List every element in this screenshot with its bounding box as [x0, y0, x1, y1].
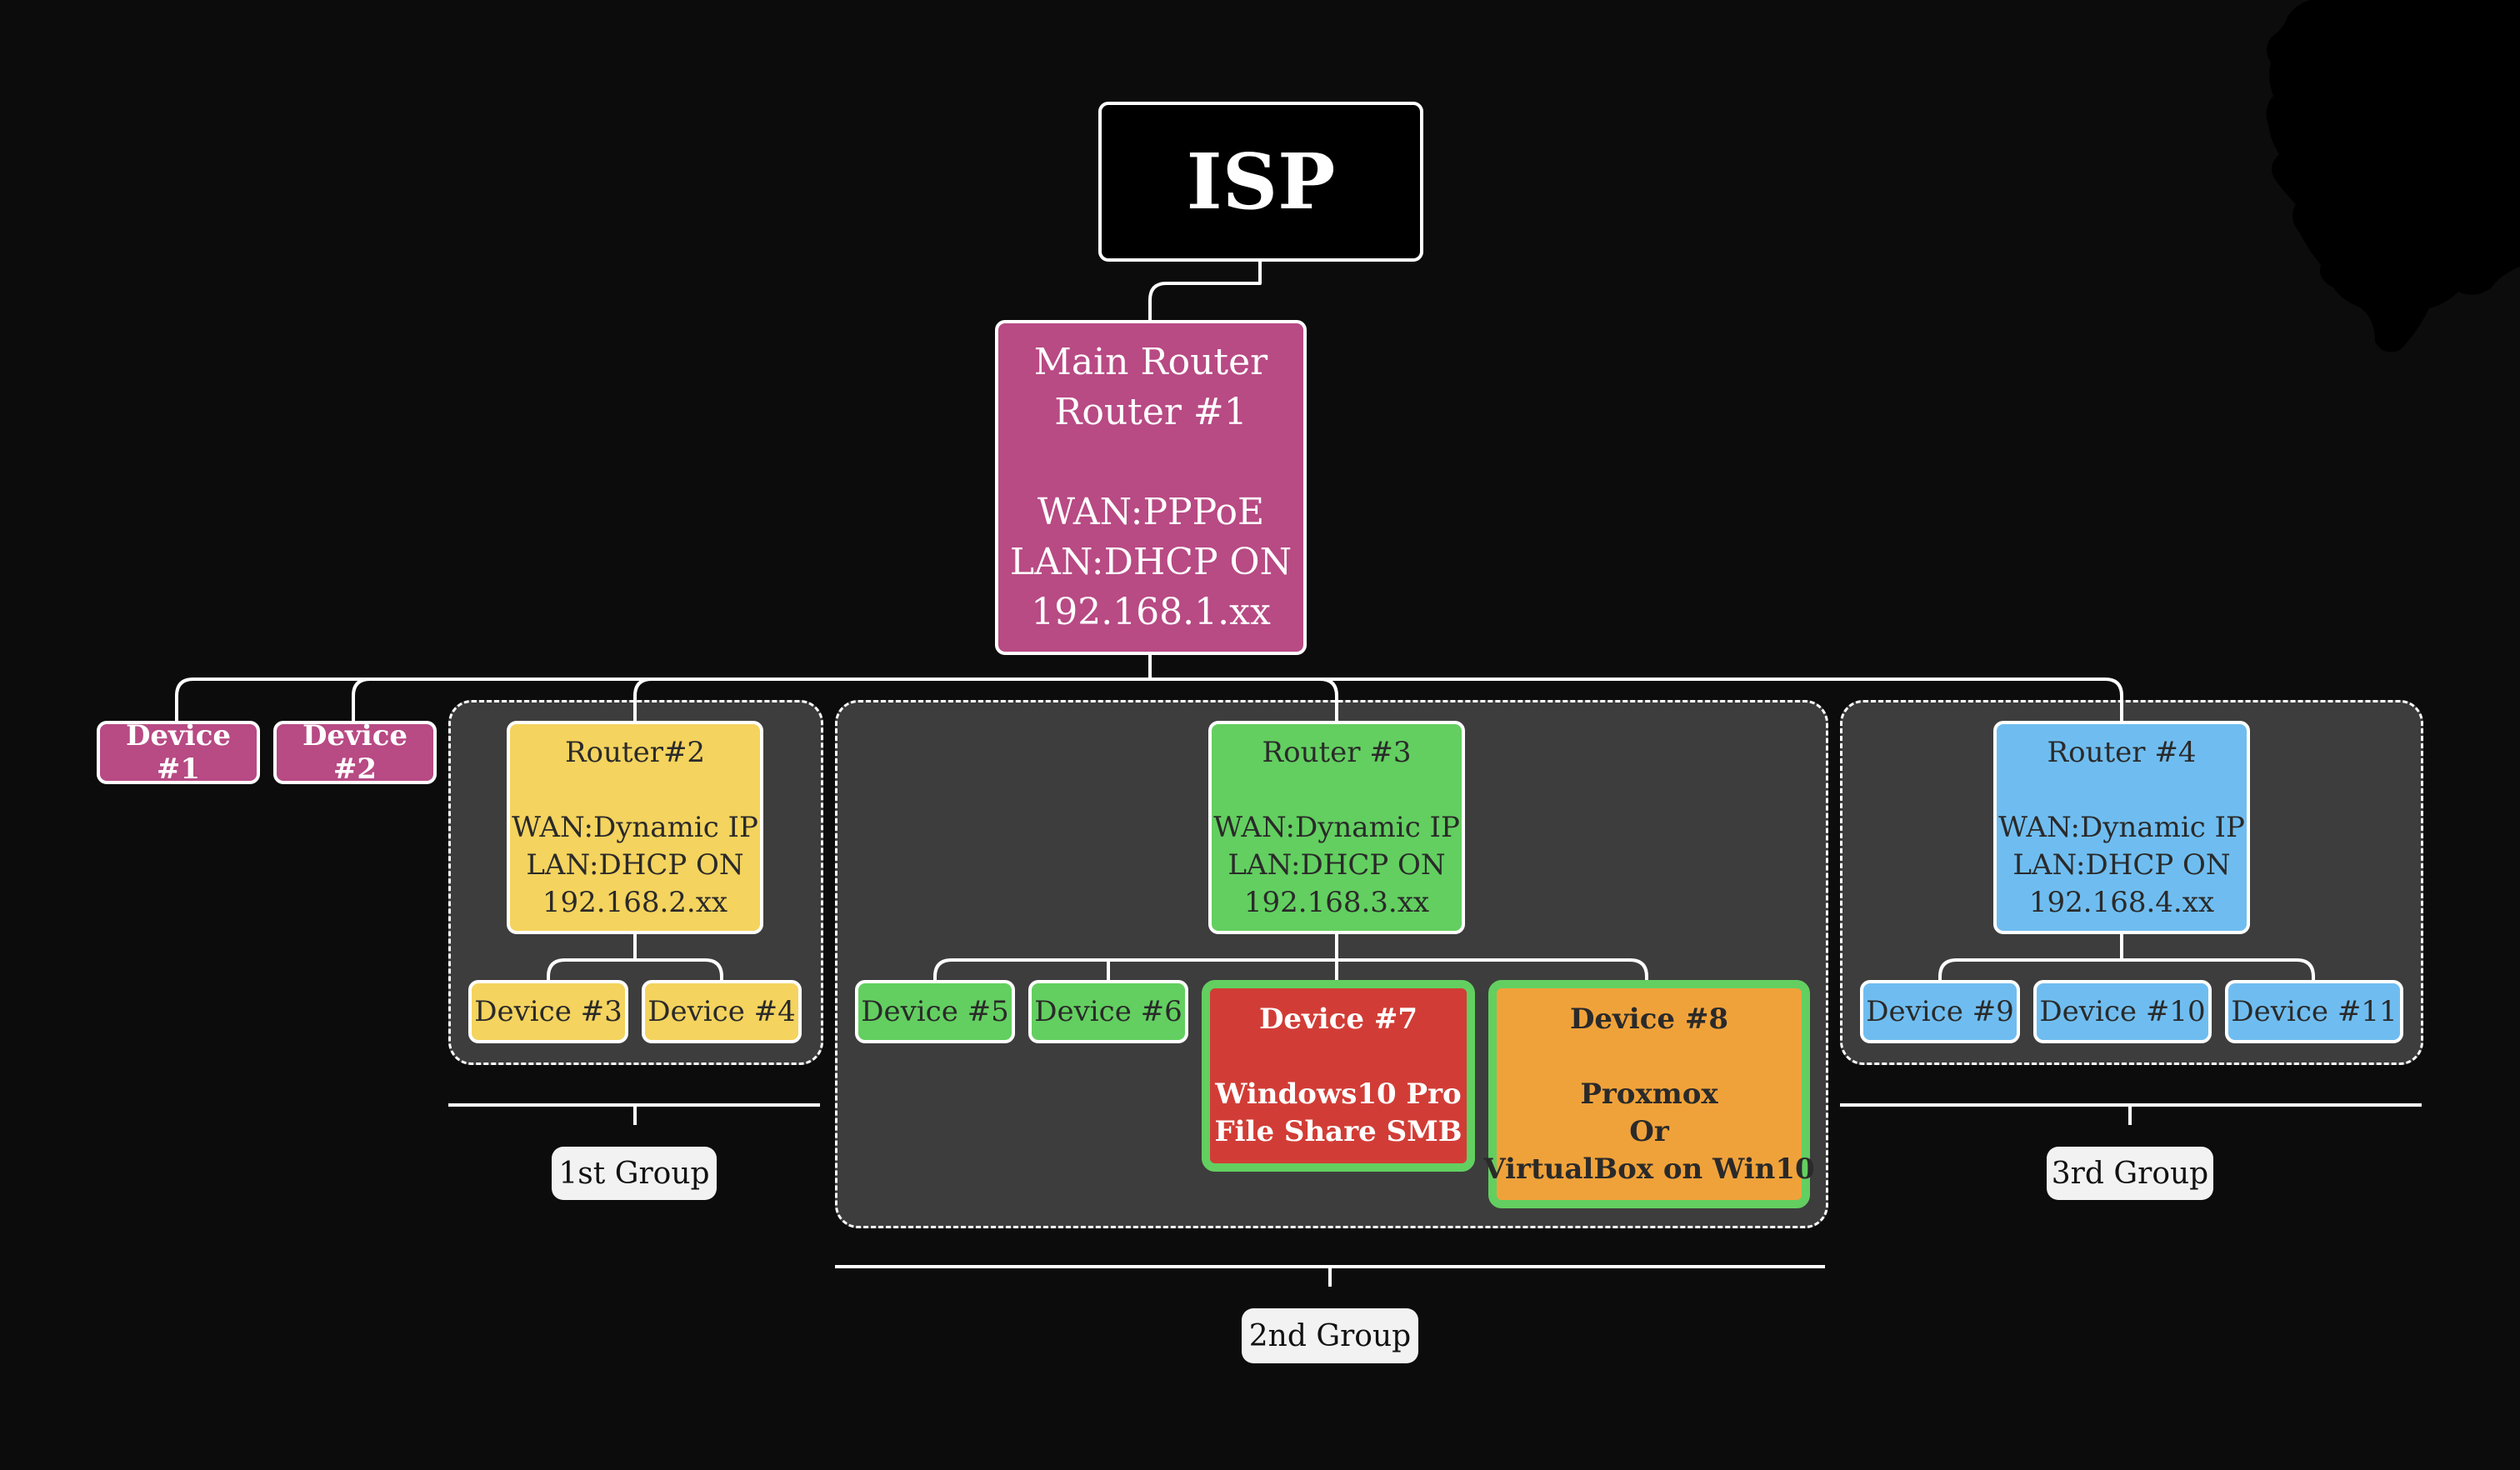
router-2-line-2	[631, 772, 640, 809]
group2-label-text: 2nd Group	[1248, 1318, 1412, 1353]
device-7-line-3: Windows10 Pro	[1215, 1078, 1462, 1111]
group1-label: 1st Group	[552, 1147, 717, 1200]
router-4-line-4: LAN:DHCP ON	[2012, 848, 2231, 882]
isp-node: ISP	[1098, 102, 1423, 262]
device-7-text: Device #7 Windows10 Pro File Share SMB	[1214, 1001, 1462, 1151]
main-router-text: Main Router Router #1 WAN:PPPoE LAN:DHCP…	[1010, 338, 1292, 638]
link-device1	[175, 678, 194, 722]
router-2-line-5: 192.168.2.xx	[542, 885, 728, 919]
device-5: Device #5	[855, 980, 1015, 1043]
device-8: Device #8 Proxmox Or VirtualBox on Win10	[1483, 980, 1815, 1208]
device-4: Device #4	[642, 980, 802, 1043]
device-10-label: Device #10	[2039, 995, 2206, 1028]
device-7: Device #7 Windows10 Pro File Share SMB	[1202, 980, 1475, 1172]
device-8-text: Device #8 Proxmox Or VirtualBox on Win10	[1483, 1001, 1814, 1188]
router-3-line-3: WAN:Dynamic IP	[1213, 810, 1460, 844]
router-3-line-5: 192.168.3.xx	[1243, 885, 1430, 919]
main-router-line-1: Main Router	[1033, 341, 1268, 383]
router-3-text: Router #3 WAN:Dynamic IP LAN:DHCP ON 192…	[1213, 734, 1460, 922]
device-8-line-4: Or	[1629, 1114, 1669, 1148]
group2-label: 2nd Group	[1242, 1308, 1418, 1363]
router-2-text: Router#2 WAN:Dynamic IP LAN:DHCP ON 192.…	[512, 734, 758, 922]
device-4-label: Device #4	[648, 995, 796, 1028]
router-4-text: Router #4 WAN:Dynamic IP LAN:DHCP ON 192…	[1998, 734, 2245, 922]
device-1: Device #1	[97, 719, 260, 786]
device-9: Device #9	[1860, 980, 2020, 1043]
group3-label: 3rd Group	[2047, 1147, 2213, 1200]
group3-label-text: 3rd Group	[2051, 1156, 2209, 1191]
link-router4	[2104, 678, 2123, 722]
group2-bus	[933, 958, 1648, 982]
link-device2	[352, 678, 371, 722]
main-router-line-6: 192.168.1.xx	[1031, 591, 1271, 633]
router-4-line-3: WAN:Dynamic IP	[1998, 810, 2245, 844]
router-2-line-3: WAN:Dynamic IP	[512, 810, 758, 844]
group1-bracket	[448, 1103, 820, 1125]
router-4-line-5: 192.168.4.xx	[2028, 885, 2215, 919]
device-2: Device #2	[273, 719, 437, 786]
router-2-node: Router#2 WAN:Dynamic IP LAN:DHCP ON 192.…	[507, 721, 763, 934]
device-7-line-4: File Share SMB	[1214, 1115, 1462, 1148]
main-router-line-5: LAN:DHCP ON	[1009, 541, 1292, 583]
device-8-line-2	[1644, 1038, 1654, 1076]
device-6: Device #6	[1028, 980, 1188, 1043]
isp-label: ISP	[1186, 137, 1336, 227]
device-5-label: Device #5	[861, 995, 1009, 1028]
router-2-line-1: Router#2	[564, 735, 706, 769]
device-7-line-1: Device #7	[1258, 1002, 1418, 1036]
link-router3	[1319, 678, 1338, 722]
device-8-line-3: Proxmox	[1580, 1077, 1718, 1111]
main-router-line-3	[1145, 438, 1157, 488]
device-8-line-5: VirtualBox on Win10	[1483, 1152, 1815, 1186]
main-router-node: Main Router Router #1 WAN:PPPoE LAN:DHCP…	[995, 320, 1307, 655]
decorative-blotch	[2266, 0, 2520, 352]
link-router2	[633, 678, 652, 722]
router-3-line-1: Router #3	[1262, 735, 1412, 769]
router-3-line-2	[1332, 772, 1342, 809]
link-isp-main-router	[1148, 260, 1262, 322]
device-3-label: Device #3	[474, 995, 622, 1028]
group2-bracket	[835, 1265, 1825, 1287]
group1-bus	[547, 958, 723, 982]
device-7-line-2	[1333, 1038, 1343, 1076]
device-9-label: Device #9	[1866, 995, 2014, 1028]
device-3: Device #3	[468, 980, 628, 1043]
group3-bracket	[1840, 1103, 2422, 1125]
group1-label-text: 1st Group	[558, 1156, 710, 1191]
main-router-line-2: Router #1	[1054, 391, 1248, 433]
router-4-line-2	[2118, 772, 2127, 809]
device-2-label: Device #2	[302, 719, 408, 786]
device-8-line-1: Device #8	[1569, 1002, 1729, 1036]
device-6-label: Device #6	[1034, 995, 1182, 1028]
router-4-node: Router #4 WAN:Dynamic IP LAN:DHCP ON 192…	[1993, 721, 2250, 934]
router-3-line-4: LAN:DHCP ON	[1228, 848, 1446, 882]
group3-bus	[1938, 958, 2315, 982]
device-1-label: Device #1	[125, 719, 232, 786]
device-11: Device #11	[2225, 980, 2403, 1043]
device-10: Device #10	[2033, 980, 2212, 1043]
main-router-line-4: WAN:PPPoE	[1037, 491, 1265, 533]
router-4-line-1: Router #4	[2047, 735, 2197, 769]
router-3-node: Router #3 WAN:Dynamic IP LAN:DHCP ON 192…	[1208, 721, 1465, 934]
router-2-line-4: LAN:DHCP ON	[526, 848, 744, 882]
device-11-label: Device #11	[2231, 995, 2398, 1028]
